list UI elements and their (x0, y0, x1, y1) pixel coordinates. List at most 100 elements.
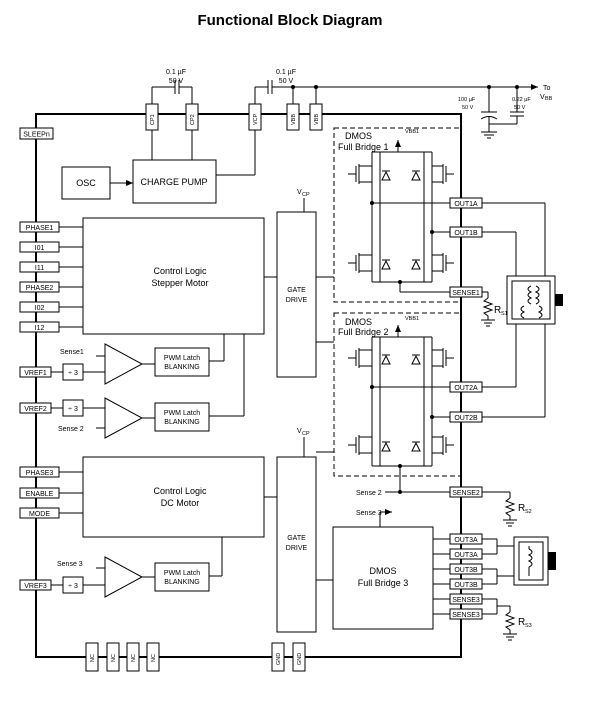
pwm-latch-1 (154, 347, 210, 377)
pin-sense2-label: SENSE2 (452, 490, 480, 497)
pin-nc-2-label: NC (111, 654, 117, 662)
bridge-2-switch-lr (411, 435, 454, 455)
sense3-label-left: Sense 3 (57, 561, 83, 568)
pwm-latch-3-line1: PWM Latch (164, 570, 200, 577)
dc-motor-icon (513, 536, 556, 586)
osc-label: OSC (76, 178, 96, 188)
bottom-pins: NC NC NC NC GND GND (85, 642, 306, 672)
vcp-label-1: V (297, 189, 302, 196)
divider-1-label: ÷ 3 (68, 370, 78, 377)
pin-nc-3-label: NC (131, 654, 137, 662)
vcp-cap-voltage: 50 V (279, 78, 294, 85)
pin-sense1-label: SENSE1 (452, 290, 480, 297)
pwm-latch-1-line2: BLANKING (164, 364, 199, 371)
resistor-rs1: R S1 (481, 297, 508, 327)
pin-vbb-1 (286, 103, 300, 131)
pin-out3b-1-label: OUT3B (454, 567, 478, 574)
comparator-2 (104, 397, 144, 439)
resistor-rs3: R S3 (503, 606, 532, 641)
pin-out1b-label: OUT1B (454, 230, 478, 237)
control-logic-dc (82, 456, 265, 538)
pin-out3b-2-label: OUT3B (454, 582, 478, 589)
stepper-motor-icon (506, 275, 563, 325)
pin-nc-4 (146, 642, 160, 672)
bypass-capacitor: 0.22 µF 50 V (489, 87, 531, 125)
pwm-latch-2-line1: PWM Latch (164, 410, 200, 417)
bridge-3: DMOS Full Bridge 3 Sense 3 (332, 509, 450, 630)
pin-i12-label: I12 (35, 325, 45, 332)
pin-out3a-1-label: OUT3A (454, 537, 478, 544)
rs3-sub: S3 (525, 623, 532, 629)
charge-pump-block (132, 159, 217, 204)
bulk-cap-voltage: 50 V (462, 105, 474, 111)
pwm-latch-3-line2: BLANKING (164, 579, 199, 586)
pin-i01-label: I01 (35, 245, 45, 252)
bulk-cap-value: 100 µF (458, 97, 476, 103)
bridge-2-switch-hr (411, 348, 454, 368)
stepper-input-pins: PHASE1 I01 I11 PHASE2 I02 I12 (19, 221, 83, 333)
pin-vref1-label: VREF1 (24, 370, 47, 377)
vcp-capacitor: 0.1 µF 50 V To V BB (254, 69, 553, 104)
cp-capacitor: 0.1 µF 50 V (151, 69, 193, 104)
resistor-rs2: R S2 (482, 491, 532, 527)
diagram-title: Functional Block Diagram (197, 12, 382, 29)
comparator-3 (104, 556, 144, 598)
bridge-3-line2: Full Bridge 3 (358, 578, 409, 588)
charge-pump-label: CHARGE PUMP (140, 177, 207, 187)
pin-sense3-2-label: SENSE3 (452, 612, 480, 619)
pin-vref2-label: VREF2 (24, 406, 47, 413)
comparator-1 (104, 343, 144, 385)
pin-phase3-label: PHASE3 (26, 470, 54, 477)
pin-nc-4-label: NC (151, 654, 157, 662)
cp-cap-voltage: 50 V (169, 78, 184, 85)
bridge-3-block (332, 526, 434, 630)
control-logic-stepper (82, 217, 265, 335)
vcp-label-2-sub: CP (302, 431, 310, 437)
pin-enable-label: ENABLE (26, 491, 54, 498)
right-pins: OUT1A OUT1B SENSE1 OUT2A OUT2B SENSE2 OU… (449, 197, 483, 620)
pin-nc-1-label: NC (90, 654, 96, 662)
to-vbb-sub: BB (545, 96, 553, 102)
gate-drive-1-line2: DRIVE (286, 297, 308, 304)
vcp-label-1-sub: CP (302, 192, 310, 198)
bridge-2-outline (333, 312, 462, 477)
to-vbb-label: To (543, 85, 551, 92)
pin-gnd-1-label: GND (276, 653, 282, 665)
pin-mode-label: MODE (29, 511, 50, 518)
control-dc-line1: Control Logic (153, 486, 207, 496)
pwm-latch-1-line1: PWM Latch (164, 355, 200, 362)
osc-block (61, 166, 111, 200)
pin-nc-2 (106, 642, 120, 672)
rs3-r: R (518, 617, 525, 628)
gate-drive-1-group: V CP GATE DRIVE (264, 189, 334, 378)
bridge-1-switch-hl (348, 164, 391, 184)
pin-gnd-2-label: GND (297, 653, 303, 665)
pin-sleepn (19, 127, 54, 140)
pin-gnd-1 (271, 642, 285, 672)
pin-cp2-label: CP2 (190, 114, 196, 125)
gate-drive-2-line2: DRIVE (286, 545, 308, 552)
pwm-latch-2 (154, 402, 210, 432)
pin-vcp-label: VCP (253, 113, 259, 125)
pin-nc-3 (126, 642, 140, 672)
gate-drive-2-group: V CP GATE DRIVE (264, 428, 334, 633)
pin-out1a-label: OUT1A (454, 201, 478, 208)
rs1-r: R (494, 305, 501, 316)
vref3-path: VREF3 ÷ 3 Sense 3 PWM Latch BLANKING (19, 537, 223, 598)
pin-vbb-1-label: VBB (291, 114, 297, 125)
to-vbb-v: V (540, 94, 545, 101)
cp-cap-value: 0.1 µF (166, 69, 186, 76)
bridge-1-switch-ll (348, 253, 391, 273)
rs1-sub: S1 (501, 311, 508, 317)
vref1-path: VREF1 ÷ 3 Sense1 PWM Latch BLANKING (19, 334, 225, 385)
pwm-latch-3 (154, 562, 210, 592)
pin-out3a-2-label: OUT3A (454, 552, 478, 559)
pin-phase1-label: PHASE1 (26, 225, 54, 232)
gate-drive-2 (276, 456, 317, 633)
bypass-cap-value: 0.22 µF (512, 97, 531, 103)
pwm-latch-2-line2: BLANKING (164, 419, 199, 426)
divider-2-label: ÷ 3 (68, 406, 78, 413)
bridge-3-line1: DMOS (370, 566, 397, 576)
bridge-2-switch-ll (348, 435, 391, 455)
divider-3-label: ÷ 3 (68, 583, 78, 590)
